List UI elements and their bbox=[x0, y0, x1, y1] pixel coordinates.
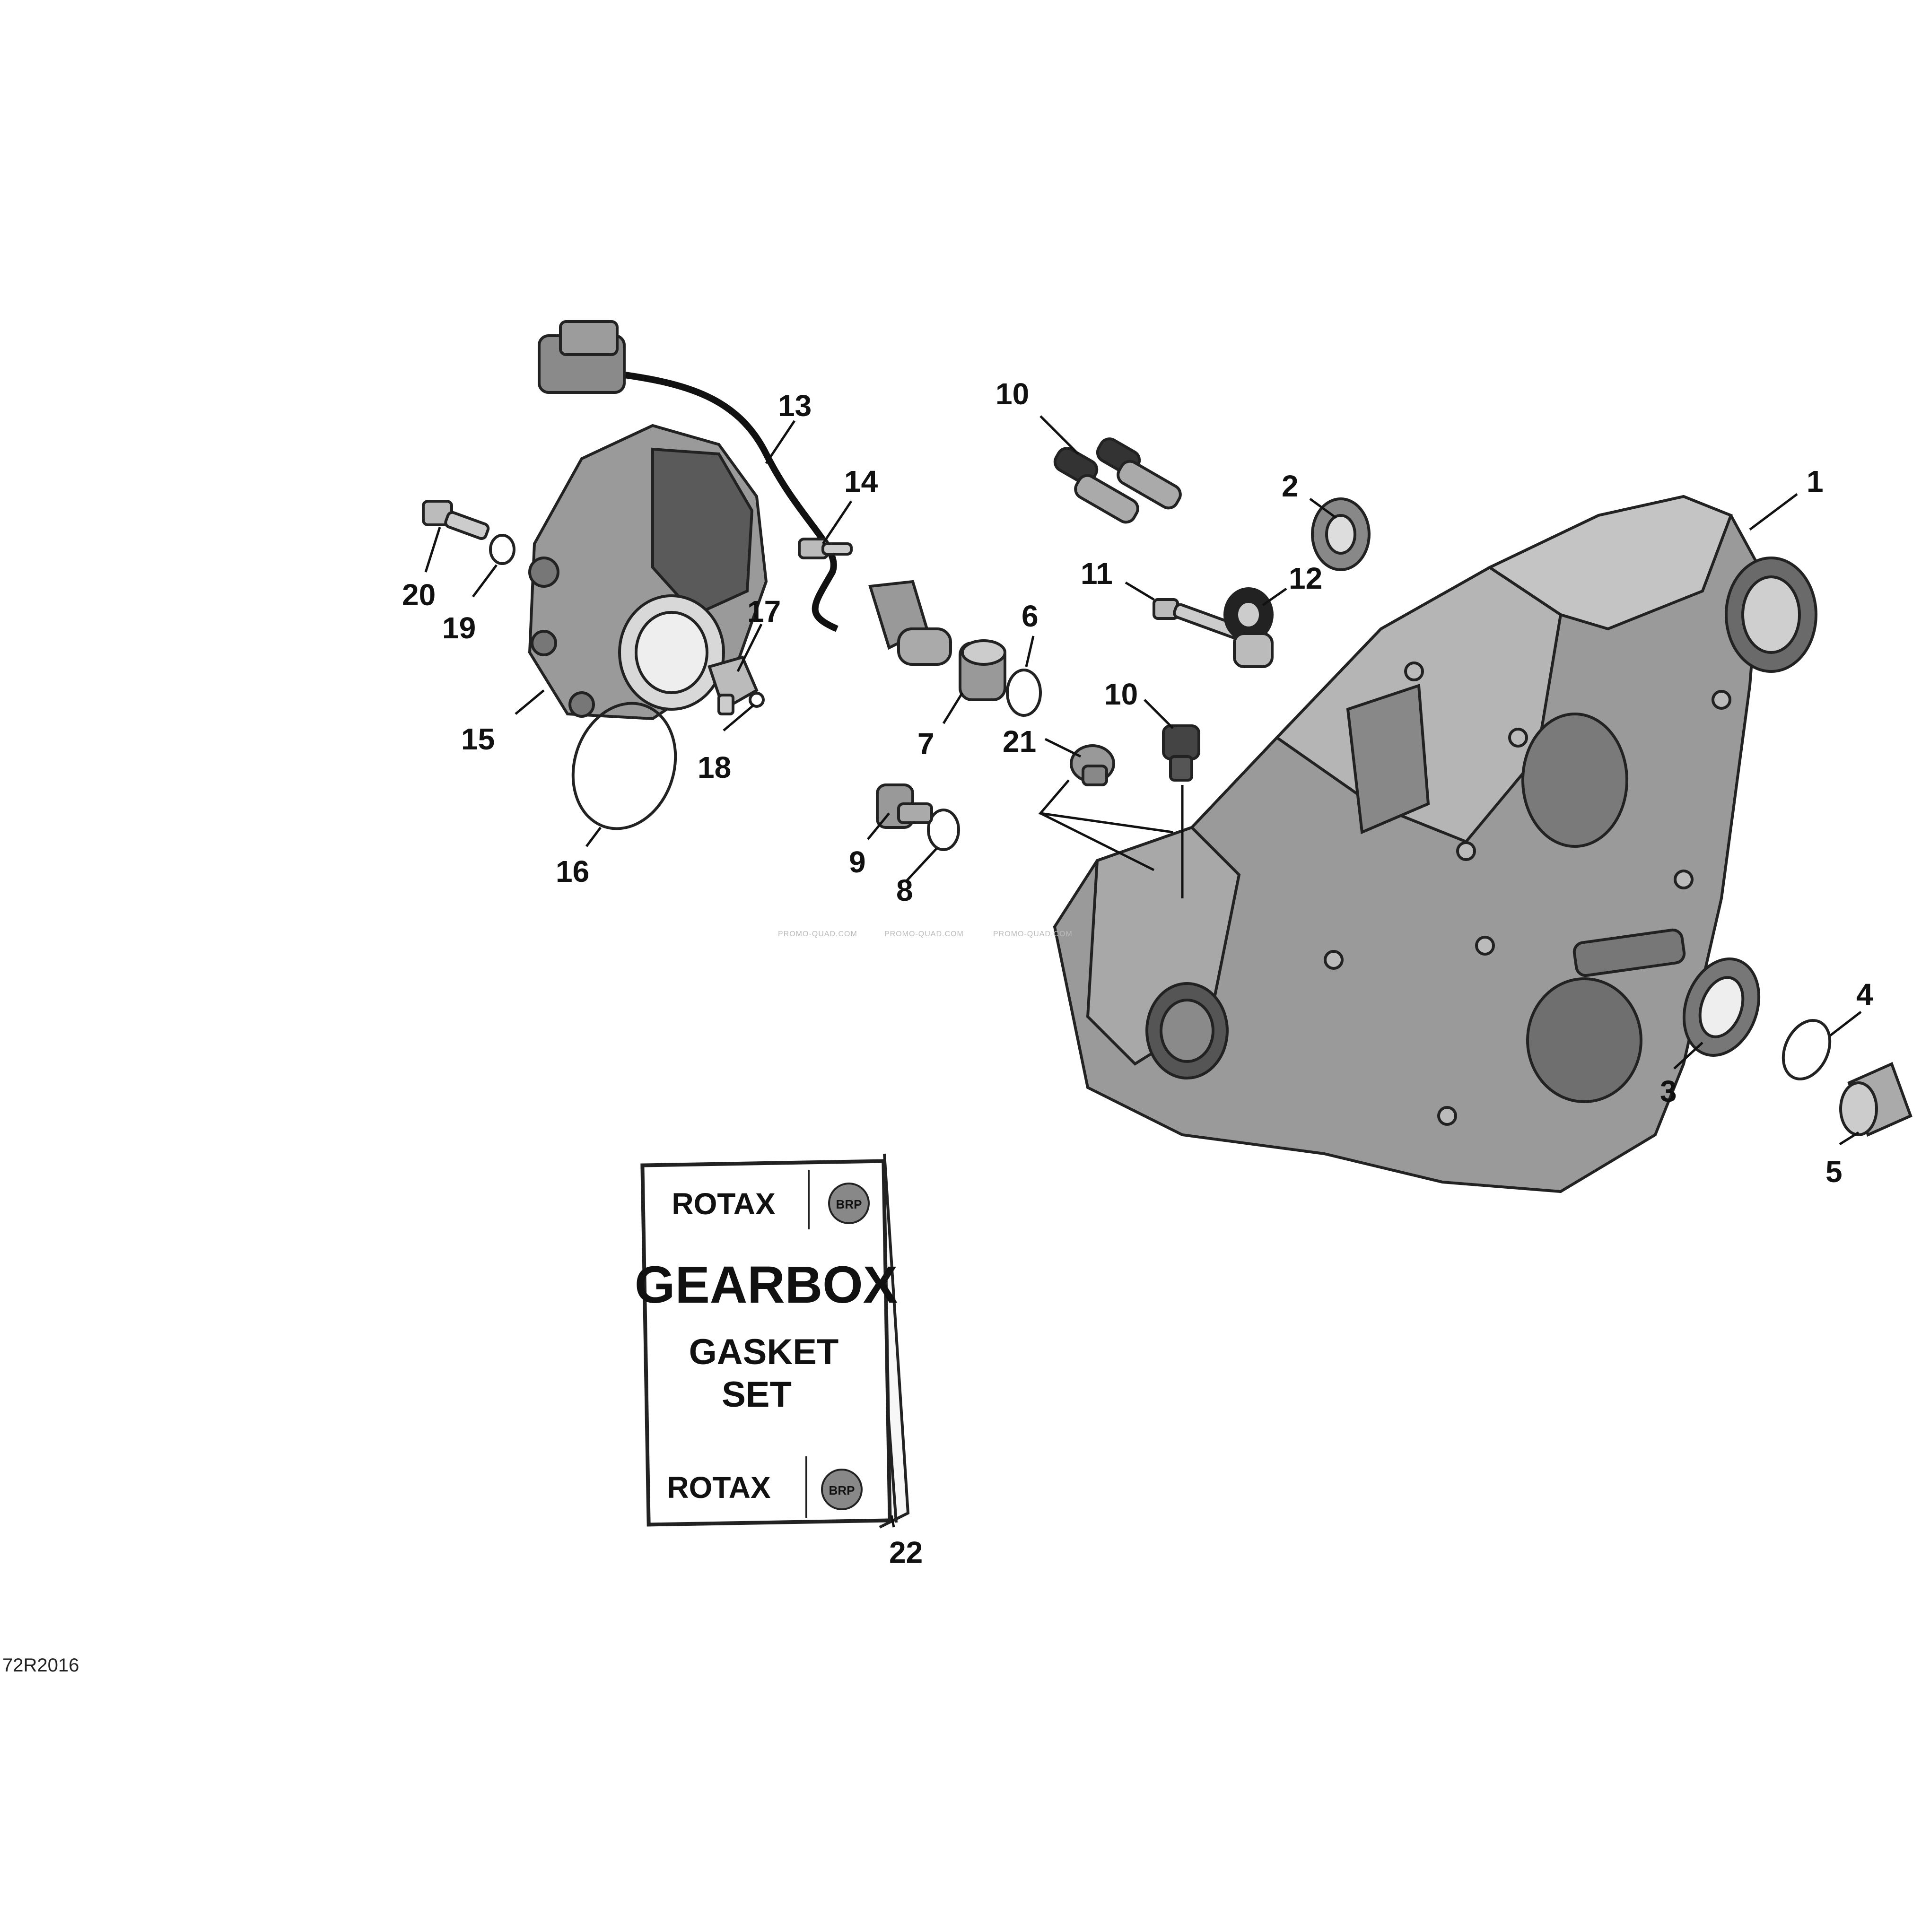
callouts: 1 2 3 4 5 6 7 8 9 10 10 11 12 13 14 15 1… bbox=[402, 377, 1873, 1569]
callout-6: 6 bbox=[1022, 599, 1039, 633]
callout-21: 21 bbox=[1003, 724, 1036, 758]
brp-logo-icon bbox=[821, 1469, 863, 1510]
callout-5: 5 bbox=[1825, 1155, 1843, 1189]
callout-10-top: 10 bbox=[996, 377, 1029, 411]
callout-13: 13 bbox=[778, 389, 812, 423]
wiring-harness-part-13 bbox=[538, 320, 838, 632]
o-ring-part-16 bbox=[571, 702, 677, 830]
watermark-text-1: PROMO-QUAD.COM bbox=[778, 930, 857, 938]
bolt-part-14 bbox=[798, 538, 853, 559]
brp-logo-icon bbox=[828, 1183, 870, 1224]
callout-7: 7 bbox=[917, 727, 934, 761]
gasket-set-card-part-22: ROTAX BRP GEARBOX GASKET SET ROTAX BRP bbox=[635, 1153, 910, 1529]
cable-clamp-part-12 bbox=[1223, 587, 1274, 668]
plug-part-7 bbox=[959, 639, 1006, 701]
bolt-part-20 bbox=[422, 500, 490, 540]
watermark-text-2: PROMO-QUAD.COM bbox=[884, 930, 964, 938]
callout-15: 15 bbox=[461, 722, 495, 756]
callout-9: 9 bbox=[849, 845, 866, 879]
callout-11: 11 bbox=[1081, 557, 1113, 591]
callout-4: 4 bbox=[1856, 977, 1873, 1011]
callout-18: 18 bbox=[698, 750, 731, 784]
callout-8: 8 bbox=[896, 873, 913, 907]
gasket-card-title: GEARBOX bbox=[635, 1256, 898, 1314]
gasket-card-badge-top: BRP bbox=[836, 1197, 862, 1211]
actuator-motor-part-15 bbox=[528, 424, 768, 721]
oil-seal-part-2 bbox=[1311, 497, 1371, 571]
drain-plug-part-10 bbox=[1162, 724, 1200, 782]
callout-22: 22 bbox=[889, 1535, 923, 1569]
watermark-text-3: PROMO-QUAD.COM bbox=[993, 930, 1073, 938]
washer-part-6 bbox=[1006, 669, 1042, 717]
callout-16: 16 bbox=[556, 854, 589, 888]
callout-20: 20 bbox=[402, 578, 436, 612]
callout-2: 2 bbox=[1282, 469, 1299, 503]
plug-part-21 bbox=[1070, 744, 1115, 786]
bushing-part-5 bbox=[1839, 1062, 1913, 1137]
callout-10-drain: 10 bbox=[1104, 677, 1138, 711]
breather-fittings-part-10 bbox=[1053, 437, 1182, 524]
reference-code: 72R2016 bbox=[2, 1655, 79, 1676]
washer-part-8 bbox=[927, 809, 960, 851]
oil-seal-part-3 bbox=[1682, 957, 1761, 1057]
callout-12: 12 bbox=[1289, 561, 1322, 595]
gasket-card-brand-top: ROTAX bbox=[672, 1187, 776, 1221]
callout-19: 19 bbox=[442, 611, 476, 645]
speed-sensor bbox=[868, 580, 952, 666]
bracket-part-17 bbox=[707, 655, 759, 715]
gasket-card-badge-bottom: BRP bbox=[829, 1483, 855, 1497]
callout-17: 17 bbox=[747, 594, 781, 628]
gasket-card-subtitle-line2: SET bbox=[722, 1375, 792, 1415]
gasket-card-subtitle-line1: GASKET bbox=[689, 1332, 839, 1372]
callout-1: 1 bbox=[1807, 464, 1824, 498]
o-ring-part-4 bbox=[1782, 1019, 1832, 1080]
callout-3: 3 bbox=[1660, 1074, 1677, 1108]
gearbox-housing bbox=[1053, 495, 1817, 1193]
callout-14: 14 bbox=[844, 464, 878, 498]
leader-shared-21-10 bbox=[1038, 779, 1184, 898]
watermark: PROMO-QUAD.COM PROMO-QUAD.COM PROMO-QUAD… bbox=[778, 930, 1073, 938]
plug-part-9 bbox=[876, 783, 933, 829]
washer-part-19 bbox=[489, 534, 515, 565]
gasket-card-brand-bottom: ROTAX bbox=[667, 1471, 771, 1505]
clip-part-18 bbox=[749, 692, 765, 708]
leader-lines bbox=[424, 415, 1862, 1528]
